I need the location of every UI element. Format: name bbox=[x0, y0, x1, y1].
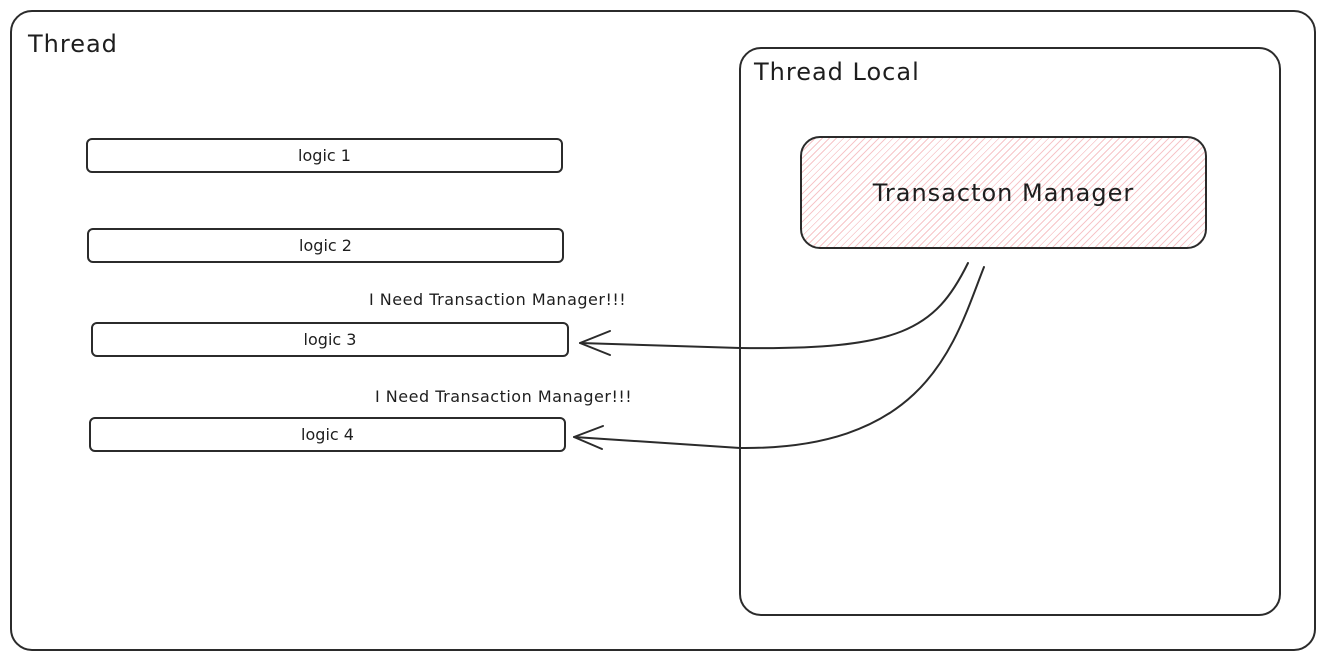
thread-container bbox=[10, 10, 1316, 651]
note-logic-3: I Need Transaction Manager!!! bbox=[369, 290, 627, 309]
arrowhead-logic-3 bbox=[579, 330, 611, 356]
logic-3-box: logic 3 bbox=[91, 322, 569, 357]
thread-local-container bbox=[739, 47, 1281, 616]
logic-2-label: logic 2 bbox=[299, 236, 352, 255]
transaction-manager-label: Transacton Manager bbox=[872, 178, 1135, 207]
logic-4-label: logic 4 bbox=[301, 425, 354, 444]
arrow-to-logic-3 bbox=[579, 262, 969, 350]
logic-1-label: logic 1 bbox=[298, 146, 351, 165]
logic-3-label: logic 3 bbox=[303, 330, 357, 349]
transaction-manager-box: Transacton Manager bbox=[800, 136, 1207, 249]
logic-2-box: logic 2 bbox=[87, 228, 564, 263]
logic-4-box: logic 4 bbox=[89, 417, 566, 452]
thread-title: Thread bbox=[28, 30, 118, 58]
thread-local-title: Thread Local bbox=[754, 58, 920, 86]
note-logic-4: I Need Transaction Manager!!! bbox=[375, 387, 633, 406]
arrowhead-logic-4 bbox=[573, 425, 604, 450]
logic-1-box: logic 1 bbox=[86, 138, 563, 173]
arrow-to-logic-4 bbox=[573, 266, 985, 450]
